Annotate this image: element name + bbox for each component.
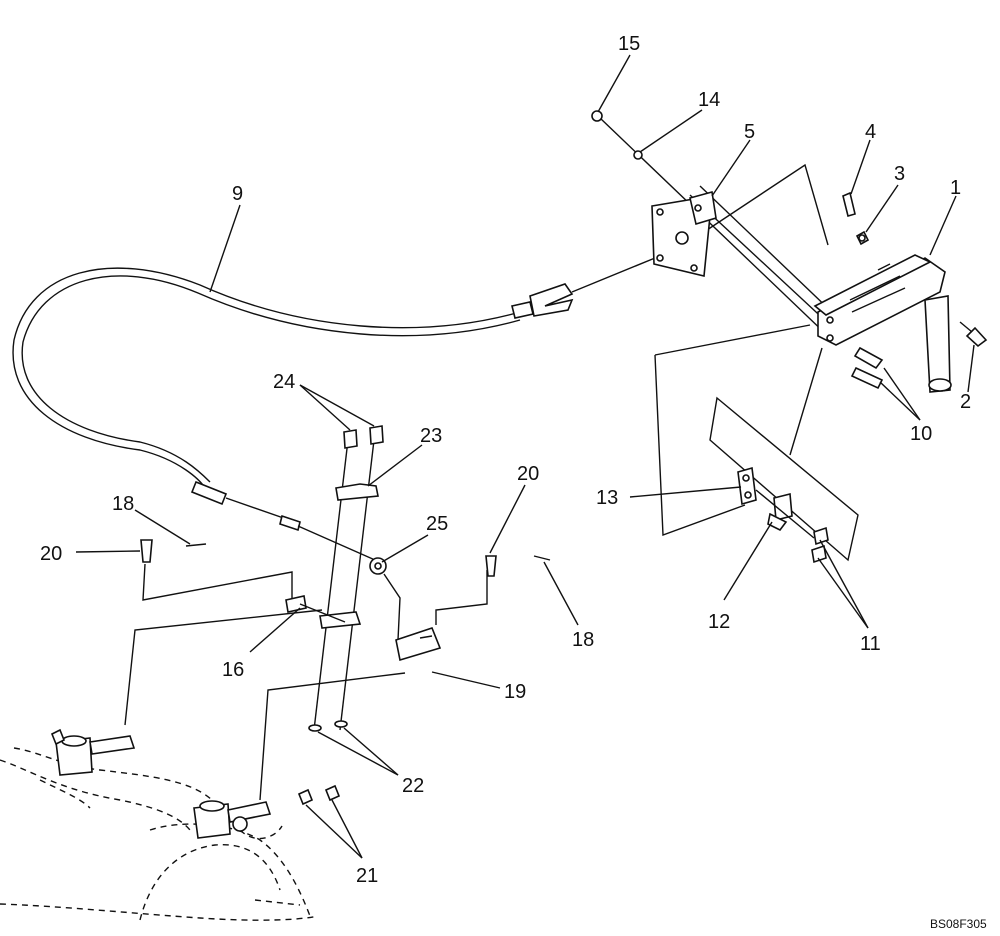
callout-10: 10 xyxy=(910,423,932,445)
callout-9: 9 xyxy=(232,183,243,205)
callout-19: 19 xyxy=(504,681,526,703)
callout-11: 11 xyxy=(860,633,881,655)
rod-assembly xyxy=(599,117,836,536)
callout-20-right: 20 xyxy=(517,463,539,485)
callout-2: 2 xyxy=(960,391,971,413)
callout-18-right: 18 xyxy=(572,629,594,651)
callout-18-left: 18 xyxy=(112,493,134,515)
callout-20-left: 20 xyxy=(40,543,62,565)
figure-code: BS08F305 xyxy=(930,917,987,931)
callout-12: 12 xyxy=(708,611,730,633)
callout-3: 3 xyxy=(894,163,905,185)
callout-labels: 15 14 5 4 3 1 9 2 10 24 23 20 13 18 25 2… xyxy=(40,33,987,931)
callout-23: 23 xyxy=(420,425,442,447)
bracket-assembly-12-13 xyxy=(709,396,859,564)
machine-outline xyxy=(0,728,319,921)
callout-4: 4 xyxy=(865,121,876,143)
lever-assembly-1 xyxy=(813,254,952,393)
callout-22: 22 xyxy=(402,775,424,797)
callout-13: 13 xyxy=(596,487,618,509)
callout-5: 5 xyxy=(744,121,755,143)
leader-lines xyxy=(75,54,975,859)
mounting-plate-5 xyxy=(651,190,717,277)
callout-21: 21 xyxy=(356,865,378,887)
linkage-assembly xyxy=(124,425,551,806)
hardware-near-lever xyxy=(591,110,988,390)
control-cable xyxy=(12,257,656,561)
callout-24: 24 xyxy=(273,371,295,393)
callout-25: 25 xyxy=(426,513,448,535)
callout-15: 15 xyxy=(618,33,640,55)
callout-14: 14 xyxy=(698,89,720,111)
callout-16: 16 xyxy=(222,659,244,681)
callout-1: 1 xyxy=(950,177,961,199)
